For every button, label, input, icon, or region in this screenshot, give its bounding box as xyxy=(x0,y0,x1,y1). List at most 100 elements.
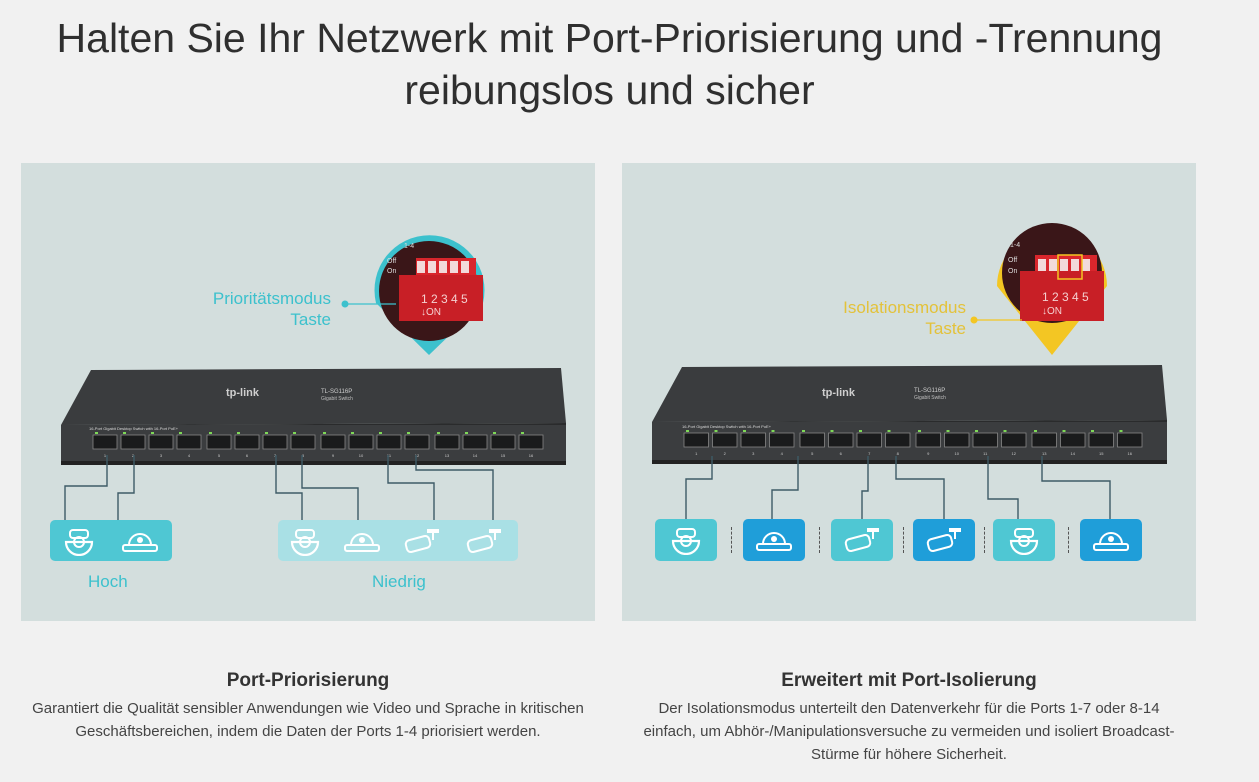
ethernet-port xyxy=(915,432,941,448)
port-led xyxy=(323,432,326,434)
ethernet-port xyxy=(1117,432,1143,448)
port-led xyxy=(975,430,978,432)
ethernet-port xyxy=(972,432,998,448)
port-led xyxy=(265,432,268,434)
ethernet-port xyxy=(176,434,202,450)
bullet-camera-icon xyxy=(913,519,975,561)
port-number: 12 xyxy=(1012,451,1017,456)
switch-model: TL-SG116P xyxy=(321,389,352,395)
high-priority-label: Hoch xyxy=(88,572,128,591)
port-number: 2 xyxy=(724,451,727,456)
ceiling-camera-icon xyxy=(743,519,805,561)
port-number: 7 xyxy=(868,451,871,456)
port-number: 8 xyxy=(897,451,900,456)
port-number: 1 xyxy=(695,451,698,456)
isolation-divider xyxy=(1068,527,1069,553)
port-number: 10 xyxy=(955,451,960,456)
ethernet-port xyxy=(885,432,911,448)
ethernet-port xyxy=(1001,432,1027,448)
low-priority-group xyxy=(278,520,518,561)
switch-brand: tp-link xyxy=(226,387,260,399)
ethernet-port xyxy=(434,434,460,450)
port-number: 3 xyxy=(752,451,755,456)
port-led xyxy=(1091,430,1094,432)
port-led xyxy=(918,430,921,432)
port-number: 9 xyxy=(927,451,930,456)
isolation-mode-label-button: Taste xyxy=(925,319,966,338)
port-number: 11 xyxy=(387,453,392,458)
port-number: 13 xyxy=(1042,451,1047,456)
port-number: 1 xyxy=(104,453,107,458)
dome-camera-icon xyxy=(281,520,329,562)
ethernet-port xyxy=(320,434,346,450)
switch-model-caption: Gigabit Switch xyxy=(321,396,353,402)
bullet-camera-icon xyxy=(398,520,446,562)
switch-front-caption: 16-Port Gigabit Desktop Switch with 16-P… xyxy=(682,424,772,429)
ethernet-port xyxy=(944,432,970,448)
port-led xyxy=(686,430,689,432)
ethernet-port xyxy=(234,434,260,450)
port-led xyxy=(859,430,862,432)
dome-camera-icon xyxy=(55,520,103,562)
port-led xyxy=(1062,430,1066,432)
section-title: Port-Priorisierung xyxy=(226,670,390,691)
ethernet-port xyxy=(262,434,288,450)
port-number: 9 xyxy=(332,453,335,458)
dip-on-text: ↓ON xyxy=(1042,306,1062,317)
section-description: Der Isolationsmodus unterteilt den Daten… xyxy=(629,697,1189,766)
dip-digits: 1 2 3 4 5 xyxy=(1042,290,1089,304)
dome-camera-icon xyxy=(993,519,1055,561)
isolation-divider xyxy=(903,527,904,553)
port-led xyxy=(293,432,296,434)
port-led xyxy=(1034,430,1037,432)
ceiling-camera-icon xyxy=(338,520,386,562)
ethernet-port xyxy=(683,432,709,448)
ceiling-camera-icon xyxy=(1080,519,1142,561)
ethernet-port xyxy=(462,434,488,450)
switch-model-caption: Gigabit Switch xyxy=(914,395,946,401)
headline-line-1: Halten Sie Ihr Netzwerk mit Port-Prioris… xyxy=(56,15,1163,61)
port-number: 16 xyxy=(1128,451,1133,456)
port-led xyxy=(771,430,775,432)
dip-on-text: ↓ON xyxy=(421,307,441,318)
port-number: 15 xyxy=(501,453,506,458)
isolation-mode-callout: Isolationsmodus Taste xyxy=(806,297,966,339)
priority-mode-label-button: Taste xyxy=(290,310,331,329)
ethernet-port xyxy=(348,434,374,450)
section-description-line: Geschäftsbereichen, indem die Daten der … xyxy=(75,723,541,740)
port-led xyxy=(946,430,950,432)
port-number: 16 xyxy=(529,453,534,458)
switch-brand: tp-link xyxy=(822,387,856,399)
ethernet-port xyxy=(376,434,402,450)
dip-label-on: On xyxy=(387,268,396,275)
section-title: Erweitert mit Port-Isolierung xyxy=(781,670,1037,691)
isolation-mode-label: Isolationsmodus xyxy=(843,298,966,317)
switch-model: TL-SG116P xyxy=(914,388,945,394)
port-led xyxy=(887,430,891,432)
port-number: 11 xyxy=(983,451,988,456)
ethernet-port xyxy=(404,434,430,450)
priority-mode-callout: Prioritätsmodus Taste xyxy=(171,288,331,330)
ethernet-port xyxy=(1088,432,1114,448)
low-priority-label: Niedrig xyxy=(372,572,426,591)
port-led xyxy=(1119,430,1123,432)
port-led xyxy=(123,432,126,434)
ethernet-port xyxy=(1031,432,1057,448)
port-led xyxy=(743,430,746,432)
section-description-line: Stürme für höhere Sicherheit. xyxy=(811,746,1007,763)
isolation-divider xyxy=(819,527,820,553)
ethernet-port xyxy=(799,432,825,448)
bullet-camera-icon xyxy=(460,520,508,562)
isolation-divider xyxy=(731,527,732,553)
dip-label-off: Off xyxy=(1008,257,1017,264)
port-led xyxy=(351,432,354,434)
ethernet-port xyxy=(769,432,795,448)
port-number: 13 xyxy=(445,453,450,458)
dip-label-range: 1-4 xyxy=(404,243,414,250)
ethernet-port xyxy=(490,434,516,450)
isolation-divider xyxy=(984,527,985,553)
